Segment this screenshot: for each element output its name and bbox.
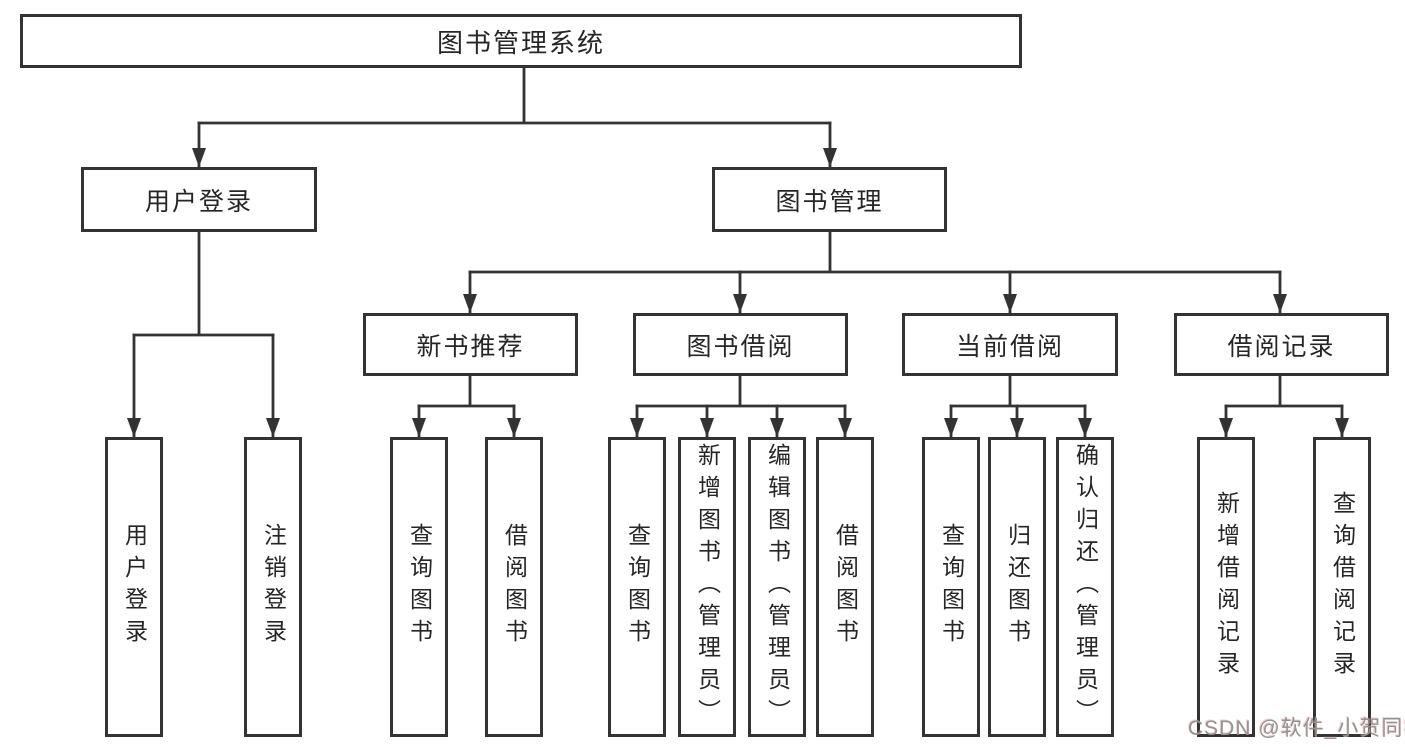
node-book-borrow: 图书借阅 — [633, 313, 848, 376]
leaf-label: 编辑图书（管理员） — [764, 443, 791, 731]
leaf-label: 借阅图书 — [501, 523, 528, 651]
connector-book-management-split — [468, 230, 1282, 274]
node-book-management: 图书管理 — [712, 167, 947, 232]
leaf-bb-add-book-admin: 新增图书（管理员） — [678, 437, 736, 737]
leaf-label: 用户登录 — [121, 523, 148, 651]
connector-new-book-split — [417, 374, 516, 408]
leaf-user-login: 用户登录 — [105, 437, 163, 737]
leaf-label: 注销登录 — [260, 523, 287, 651]
node-label: 图书借阅 — [686, 332, 795, 361]
leaf-cb-return-books: 归还图书 — [988, 437, 1046, 737]
node-label: 新书推荐 — [416, 332, 525, 361]
leaf-bb-borrow-books: 借阅图书 — [816, 437, 874, 737]
leaf-label: 借阅图书 — [832, 523, 859, 651]
connector-user-login-split — [132, 230, 275, 337]
node-label: 图书管理 — [775, 187, 884, 216]
connector-current-borrow-split — [949, 374, 1087, 408]
leaf-label: 新增借阅记录 — [1213, 491, 1240, 683]
connector-borrow-records-split — [1224, 374, 1344, 408]
leaf-br-add-record: 新增借阅记录 — [1197, 437, 1255, 737]
connector-root-split — [197, 66, 832, 125]
node-current-borrow: 当前借阅 — [902, 313, 1118, 376]
csdn-watermark: CSDN @软件_小贺同学 — [1188, 717, 1405, 740]
node-label: 图书管理系统 — [436, 27, 605, 58]
leaf-label: 确认归还（管理员） — [1072, 443, 1099, 731]
leaf-label: 归还图书 — [1004, 523, 1031, 651]
connector-book-borrow-split — [635, 374, 847, 408]
node-label: 用户登录 — [144, 187, 253, 216]
node-label: 借阅记录 — [1227, 332, 1336, 361]
leaf-logout: 注销登录 — [244, 437, 302, 737]
leaf-label: 新增图书（管理员） — [694, 443, 721, 731]
leaf-cb-confirm-return-admin: 确认归还（管理员） — [1056, 437, 1114, 737]
node-borrow-records: 借阅记录 — [1174, 313, 1389, 376]
leaf-label: 查询借阅记录 — [1329, 491, 1356, 683]
leaf-br-query-record: 查询借阅记录 — [1313, 437, 1371, 737]
leaf-nb-query-books: 查询图书 — [390, 437, 448, 737]
leaf-bb-query-books: 查询图书 — [608, 437, 666, 737]
leaf-label: 查询图书 — [624, 523, 651, 651]
leaf-label: 查询图书 — [406, 523, 433, 651]
node-library-management-system: 图书管理系统 — [20, 14, 1022, 68]
node-user-login: 用户登录 — [81, 167, 317, 232]
leaf-label: 查询图书 — [938, 523, 965, 651]
leaf-bb-edit-book-admin: 编辑图书（管理员） — [748, 437, 806, 737]
node-new-book-recommend: 新书推荐 — [363, 313, 578, 376]
leaf-nb-borrow-books: 借阅图书 — [485, 437, 543, 737]
node-label: 当前借阅 — [955, 332, 1064, 361]
leaf-cb-query-books: 查询图书 — [922, 437, 980, 737]
